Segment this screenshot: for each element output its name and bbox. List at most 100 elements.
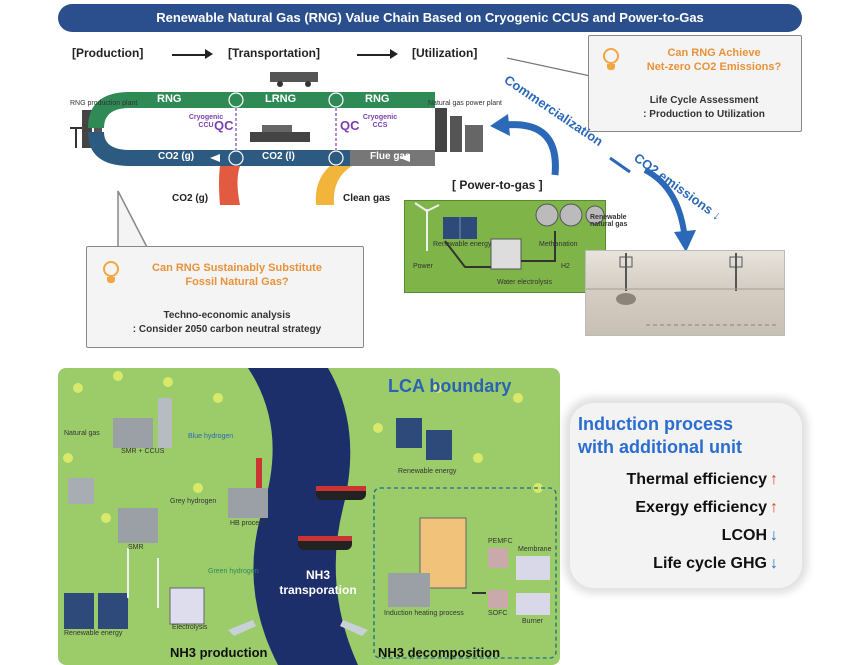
induction-title-2: with additional unit <box>578 437 742 457</box>
metric-lcoh: LCOH↓ <box>721 527 778 544</box>
nh3-transport-label-2: transporation <box>279 583 357 597</box>
metric-exergy-efficiency: Exergy efficiency↑ <box>635 499 778 516</box>
lca-label-induction: Induction heating process <box>384 610 464 617</box>
loop-label-rng-2: RNG <box>365 93 390 105</box>
lca-label-natural-gas: Natural gas <box>64 430 100 437</box>
loop-label-co2-gas: CO2 (g) <box>158 151 195 162</box>
decomposition-boundary <box>373 487 557 659</box>
lca-label-renewable-right: Renewable energy <box>398 468 457 475</box>
commercialization-arrow <box>504 121 559 176</box>
lca-label-smr-ccus: SMR + CCUS <box>121 448 165 455</box>
arrow-head-icon <box>205 49 213 59</box>
cryogenic-ccu-label: Cryogenic CCU <box>188 114 224 129</box>
metric-thermal-efficiency: Thermal efficiency↑ <box>626 471 779 488</box>
right-plant-label: Natural gas power plant <box>428 100 502 107</box>
co2-output-label: CO2 (g) <box>172 193 209 204</box>
arrow-down-icon: ↓ <box>770 555 778 572</box>
hb-process-icon <box>228 488 268 518</box>
lca-label-smr: SMR <box>128 544 144 551</box>
callout-question-1: Can RNG Achieve <box>667 47 761 59</box>
arrow-up-icon: ↑ <box>770 499 778 516</box>
truck-icon <box>270 72 318 82</box>
lightbulb-icon <box>603 48 619 64</box>
lca-label-electrolysis: Electrolysis <box>172 624 208 631</box>
callout-question-2: Fossil Natural Gas? <box>185 276 289 288</box>
lightbulb-base <box>107 277 115 283</box>
metric-life-cycle-ghg: Life cycle GHG↓ <box>653 555 778 572</box>
methanation-label: Methanation <box>539 241 578 248</box>
plant-icon <box>82 110 92 148</box>
lca-label-pemfc: PEMFC <box>488 538 513 545</box>
lca-label-burner: Burner <box>522 618 544 625</box>
solar-panel-icon <box>64 593 94 629</box>
callout-answer-2: : Consider 2050 carbon neutral strategy <box>132 324 322 335</box>
induction-summary-box: Induction process with additional unit T… <box>570 403 802 588</box>
loop-label-co2-liquid: CO2 (l) <box>262 151 295 162</box>
river <box>248 368 358 665</box>
loop-label-flue-gas: Flue gas <box>370 151 411 162</box>
h2-label: H2 <box>561 263 570 270</box>
arrow-down-icon: ↓ <box>770 527 778 544</box>
callout-substitute: Can RNG Sustainably Substitute Fossil Na… <box>86 246 364 348</box>
loop-label-rng-1: RNG <box>157 93 182 105</box>
lca-label-hb-process: HB process <box>230 520 267 527</box>
nh3-transport-label-1: NH3 <box>305 568 330 582</box>
stage-arrow-1 <box>172 54 208 56</box>
gas-facility-icon <box>68 478 94 504</box>
callout-net-zero: Can RNG Achieve Net-zero CO2 Emissions? … <box>588 35 802 132</box>
ship-icon <box>250 132 310 142</box>
power-plant-icon <box>435 108 447 152</box>
lca-label-green-hydrogen: Green hydrogen <box>208 568 259 575</box>
callout-answer-1: Techno-economic analysis <box>163 310 291 321</box>
stage-utilization: [Utilization] <box>412 46 478 60</box>
lca-label-renewable-left: Renewable energy <box>64 630 123 637</box>
callout-question-2: Net-zero CO2 Emissions? <box>646 61 782 73</box>
arrow-head-icon <box>390 49 398 59</box>
lca-label-sofc: SOFC <box>488 610 508 617</box>
smr-plant-icon <box>118 508 158 543</box>
stage-transportation: [Transportation] <box>228 46 320 60</box>
lca-label-grey-hydrogen: Grey hydrogen <box>170 498 217 505</box>
methanation-tank-icon <box>535 203 559 227</box>
loop-label-lrng: LRNG <box>265 93 297 105</box>
cryogenic-ccs-label: Cryogenic CCS <box>362 114 398 129</box>
electrolysis-icon <box>169 587 205 625</box>
co2-emission-arrow <box>643 167 688 241</box>
qc-left: QC <box>214 118 234 133</box>
lca-label-membrane: Membrane <box>518 546 552 553</box>
callout-question-1: Can RNG Sustainably Substitute <box>152 262 322 274</box>
arrow-up-icon: ↑ <box>770 471 778 488</box>
gas-storage-panel <box>585 250 785 336</box>
lightbulb-icon <box>103 261 119 277</box>
clean-gas-output-arrow <box>315 166 352 205</box>
membrane-icon <box>516 556 550 580</box>
smr-ccus-plant-icon <box>113 418 153 448</box>
power-label: Power <box>413 263 433 270</box>
co2-output-arrow <box>219 166 240 205</box>
stage-arrow-2 <box>357 54 393 56</box>
left-plant-label: RNG production plant <box>70 100 138 107</box>
renewable-gas-label: Renewable natural gas <box>590 214 628 228</box>
rng-loop-diagram <box>70 72 483 205</box>
stage-production: [Production] <box>72 46 144 60</box>
curved-arrows <box>490 114 696 252</box>
qc-right: QC <box>340 118 360 133</box>
lightbulb-base <box>607 64 615 70</box>
callout-answer-2: : Production to Utilization <box>643 109 765 120</box>
sofc-icon <box>488 590 508 608</box>
lca-boundary-title: LCA boundary <box>388 376 512 396</box>
clean-gas-label: Clean gas <box>343 193 391 204</box>
electrolyzer-icon <box>490 238 522 270</box>
callout-answer-1: Life Cycle Assessment <box>649 95 759 106</box>
tree-icons <box>63 371 543 623</box>
solar-label: Renewable energy <box>433 241 492 248</box>
pemfc-icon <box>488 548 508 568</box>
page-title: Renewable Natural Gas (RNG) Value Chain … <box>58 4 802 32</box>
lca-boundary-panel: LCA boundary SMR + CCUS Blue hydrogen Na… <box>58 368 560 665</box>
nh3-decomposition-label: NH3 decomposition <box>378 645 501 660</box>
burner-icon <box>516 593 550 615</box>
callout-pointer-top <box>506 57 596 78</box>
lca-label-blue-hydrogen: Blue hydrogen <box>188 433 234 440</box>
solar-panel-icon <box>396 418 422 448</box>
nh3-production-label: NH3 production <box>170 645 268 660</box>
